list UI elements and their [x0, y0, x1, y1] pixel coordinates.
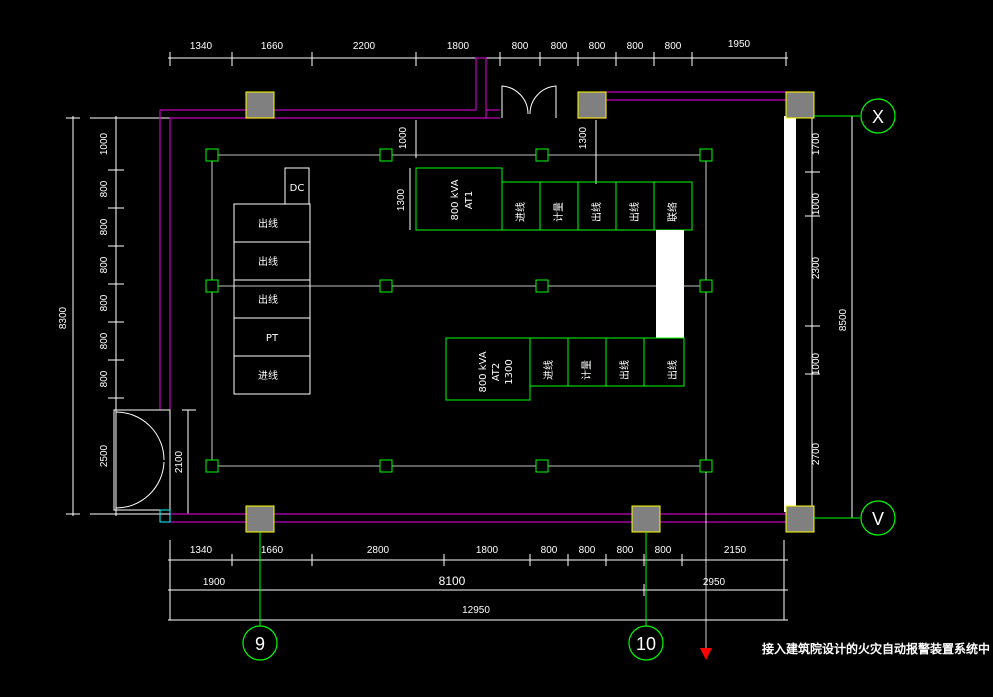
top-cell-1: 进线: [514, 202, 527, 222]
at1-line2: AT1: [464, 191, 475, 210]
left-dim-3: 800: [99, 218, 110, 235]
left-dim-7: 800: [99, 370, 110, 387]
left-dim-2: 800: [99, 180, 110, 197]
right-dim-total: 8500: [838, 308, 849, 331]
left-dim-6: 800: [99, 332, 110, 349]
door-top: [501, 85, 557, 118]
column-bottom-1: [245, 505, 275, 533]
bottom-cell-1: 进线: [542, 360, 555, 380]
top-dim-6: 800: [551, 41, 568, 52]
inner-dim-1000: 1000: [398, 126, 409, 149]
bot-dim-5: 800: [541, 545, 558, 556]
bottom-cell-4: 出线: [666, 360, 679, 380]
door-left: [113, 409, 171, 523]
right-dim-4: 1000: [811, 352, 822, 375]
right-dim-5: 2700: [811, 442, 822, 465]
left-cell-pt: PT: [266, 333, 279, 344]
axis-x: X: [814, 98, 896, 134]
top-dim-4: 1800: [447, 41, 470, 52]
left-dim-4: 800: [99, 256, 110, 273]
bot-dim-9: 2150: [724, 545, 747, 556]
top-dim-2: 1660: [261, 41, 284, 52]
bot-dim-2: 1660: [261, 545, 284, 556]
left-dim-1: 1000: [99, 132, 110, 155]
inner-dim-1300-top: 1300: [578, 126, 589, 149]
top-cell-4: 出线: [628, 202, 641, 222]
right-dim-1: 1700: [811, 132, 822, 155]
transformer-at1: 800 kVA AT1: [450, 179, 475, 220]
right-dim-3: 2300: [811, 256, 822, 279]
at2-line2: AT2: [491, 363, 502, 382]
inner-dim-1300-left: 1300: [396, 188, 407, 211]
bot-dim-3: 2800: [367, 545, 390, 556]
top-cell-2: 计量: [552, 202, 565, 222]
bot-dim-4: 1800: [476, 545, 499, 556]
axis-9: 9: [242, 532, 278, 661]
at2-line1: 800 kVA: [478, 351, 489, 392]
top-dim-3: 2200: [353, 41, 376, 52]
left-dimension-text: 1000 800 800 800 800 800 800 2500 8300 2…: [58, 132, 185, 473]
left-switchgear: [233, 167, 311, 395]
left-cell-5: 进线: [258, 369, 278, 382]
at2-line3: 1300: [504, 359, 515, 384]
column-bottom-right: [785, 505, 815, 533]
bottom-switchgear: [445, 337, 685, 401]
column-bottom-2: [631, 505, 661, 533]
door-dim: 2100: [174, 450, 185, 473]
top-dimension-text: 1340 1660 2200 1800 800 800 800 800 800 …: [190, 39, 751, 52]
top-dim-9: 800: [665, 41, 682, 52]
top-switchgear: [415, 167, 693, 231]
bottom-cell-2: 计量: [580, 360, 593, 380]
bot-mid-2: 8100: [439, 574, 466, 588]
bot-total: 12950: [462, 605, 490, 616]
fire-alarm-note: 接入建筑院设计的火灾自动报警装置系统中: [762, 641, 990, 656]
right-dim-2: 1000: [811, 192, 822, 215]
column-top-2: [577, 91, 607, 119]
column-top-1: [245, 91, 275, 119]
axis-x-label: X: [872, 107, 884, 127]
top-dim-1: 1340: [190, 41, 213, 52]
top-cell-3: 出线: [590, 202, 603, 222]
at1-line1: 800 kVA: [450, 179, 461, 220]
tray-nodes: [205, 148, 713, 473]
left-dim-total: 8300: [58, 306, 69, 329]
left-cell-3: 出线: [258, 293, 278, 306]
axis-v-label: V: [872, 509, 884, 529]
left-dim-5: 800: [99, 294, 110, 311]
bot-mid-1: 1900: [203, 577, 226, 588]
bot-dim-6: 800: [579, 545, 596, 556]
top-dim-10: 1950: [728, 39, 751, 50]
left-dim-8: 2500: [99, 444, 110, 467]
axis-v: V: [814, 500, 896, 536]
bot-dim-8: 800: [655, 545, 672, 556]
top-dim-7: 800: [589, 41, 606, 52]
top-ticks: [169, 52, 787, 66]
busduct-white: [656, 230, 684, 338]
bottom-ticks: [169, 540, 785, 620]
top-cell-5: 联络: [666, 202, 679, 222]
left-cell-dc: DC: [290, 183, 305, 194]
transformer-at2: 800 kVA AT2 1300: [478, 351, 515, 392]
top-dim-8: 800: [627, 41, 644, 52]
top-dim-5: 800: [512, 41, 529, 52]
axis-10: 10: [628, 532, 664, 661]
axis-9-label: 9: [255, 634, 265, 654]
dimension-lines: [66, 52, 860, 621]
axis-10-label: 10: [636, 634, 656, 654]
bot-mid-3: 2950: [703, 577, 726, 588]
bottom-dimension-text: 1340 1660 2800 1800 800 800 800 800 2150…: [190, 545, 747, 616]
left-cell-2: 出线: [258, 255, 278, 268]
tray-grid: [211, 154, 707, 467]
bottom-cell-3: 出线: [618, 360, 631, 380]
bot-dim-1: 1340: [190, 545, 213, 556]
left-cell-1: 出线: [258, 217, 278, 230]
inner-dimension-text: 1000 1300 1300: [396, 126, 589, 211]
column-top-right: [785, 91, 815, 119]
north-marker-icon: [700, 648, 712, 660]
right-dimension-text: 1700 1000 2300 1000 2700 8500: [811, 132, 849, 465]
right-wall: [784, 116, 796, 512]
bot-dim-7: 800: [617, 545, 634, 556]
